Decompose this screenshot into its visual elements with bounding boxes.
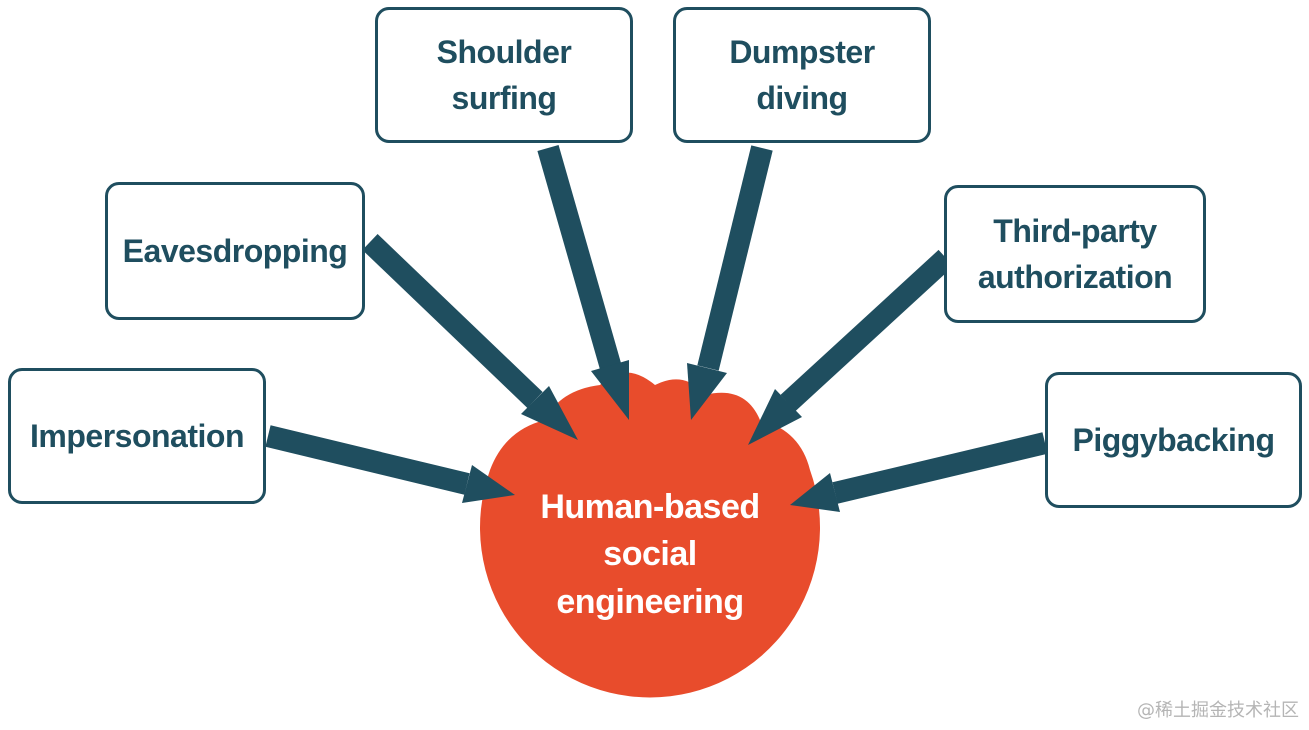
node-shoulder-surfing: Shoulder surfing bbox=[375, 7, 633, 143]
arrow-dumpster-diving bbox=[697, 145, 773, 371]
arrow-piggybacking bbox=[832, 432, 1048, 504]
arrow-head-dumpster-diving bbox=[687, 363, 727, 420]
arrow-head-impersonation bbox=[462, 465, 515, 503]
node-dumpster-diving: Dumpster diving bbox=[673, 7, 931, 143]
arrow-shoulder-surfing bbox=[537, 144, 622, 372]
arrow-head-third-party-authorization bbox=[748, 389, 802, 445]
arrow-eavesdropping bbox=[362, 234, 543, 408]
node-third-party-authorization: Third-party authorization bbox=[944, 185, 1206, 323]
arrow-head-eavesdropping bbox=[521, 386, 578, 440]
arrows-group bbox=[265, 144, 1048, 512]
hub-label: Human-based social engineering bbox=[540, 487, 760, 621]
node-piggybacking: Piggybacking bbox=[1045, 372, 1302, 508]
hub-circle bbox=[479, 372, 820, 698]
node-impersonation: Impersonation bbox=[8, 368, 266, 504]
arrow-third-party-authorization bbox=[780, 249, 954, 412]
arrow-head-piggybacking bbox=[790, 473, 840, 512]
watermark: @稀土掘金技术社区 bbox=[1137, 700, 1299, 721]
arrow-head-shoulder-surfing bbox=[591, 360, 629, 420]
arrow-impersonation bbox=[265, 425, 470, 495]
node-eavesdropping: Eavesdropping bbox=[105, 182, 365, 320]
